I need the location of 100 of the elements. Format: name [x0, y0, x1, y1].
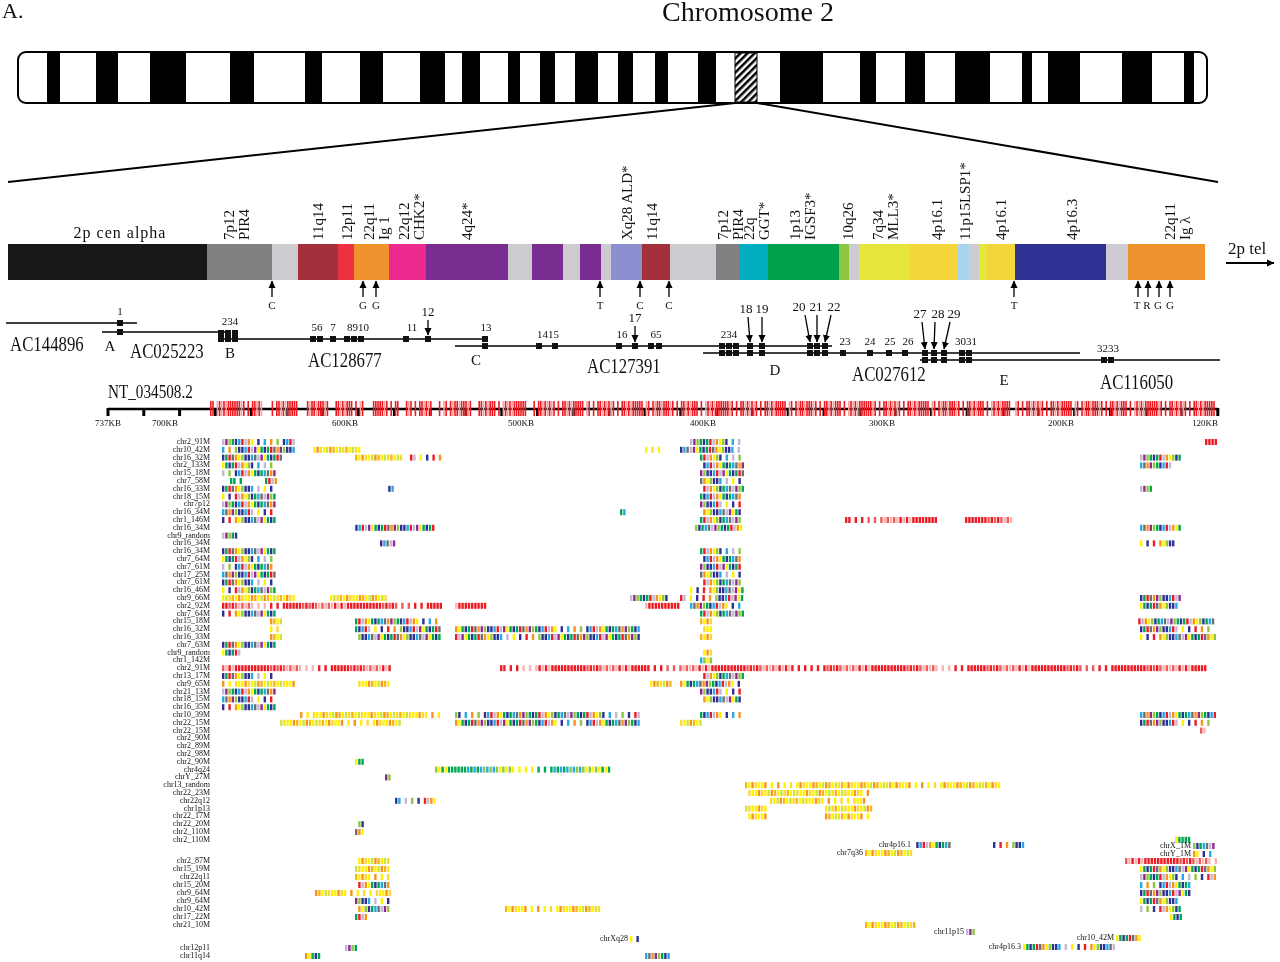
row-label: chr2_91M: [176, 438, 210, 446]
breakpoint-letter: G: [359, 300, 367, 311]
row-label: chr2_90M: [176, 734, 210, 743]
row-label: chr2_92M: [176, 601, 210, 610]
arrow: [1134, 280, 1142, 298]
marker-number: 23: [839, 336, 851, 347]
marker-number: 18: [739, 302, 753, 315]
arrow: [372, 280, 380, 298]
marker-number: 27: [913, 307, 927, 320]
band-label: 22q12 CHK2*: [397, 192, 427, 240]
marker-number: 29: [947, 307, 961, 320]
arrow: [636, 280, 644, 298]
row-label: chr9_64M: [176, 889, 210, 897]
marker-number: 19: [755, 302, 769, 315]
band-label: 1p13 IGSF3*: [788, 191, 818, 240]
contig-letter: E: [999, 373, 1009, 388]
row-label: chr7_63M: [176, 640, 210, 649]
row-label: chr1_146M: [172, 516, 210, 524]
band-label: 4p16.1: [994, 197, 1009, 240]
plot-annotation: chr4p16.1: [878, 841, 911, 849]
row-label: chr15_18M: [172, 469, 210, 478]
row-label: chr2_110M: [172, 828, 210, 836]
row-label: chr2_110M: [172, 835, 210, 844]
row-label: chr22_17M: [172, 812, 210, 821]
band-label: 10q26: [841, 201, 856, 240]
row-label: chr10_39M: [172, 711, 210, 719]
arrow: [1155, 280, 1163, 298]
breakpoint-letter: R: [1143, 300, 1151, 311]
row-label: chr1_142M: [172, 656, 210, 665]
marker-number: 3031: [955, 336, 977, 347]
breakpoint-letter: G: [372, 300, 380, 311]
row-label: chr2_90M: [176, 757, 210, 766]
marker-number: 16: [616, 329, 628, 340]
arrow: [665, 280, 673, 298]
clone-name: AC027612: [852, 364, 926, 385]
arrow: [631, 325, 639, 343]
row-label: chr16_34M: [172, 547, 210, 556]
row-label: chr13_random: [163, 781, 210, 790]
marker-number: 11: [406, 322, 418, 333]
row-label: chr15_18M: [172, 617, 210, 626]
band-label: Xq28 ALD*: [620, 164, 635, 240]
arrow: [813, 314, 821, 343]
marker-square: [747, 343, 753, 349]
contig-letter: A: [104, 339, 116, 354]
breakpoint-letter: T: [1010, 300, 1018, 311]
row-label: chr22_15M: [172, 718, 210, 727]
plot-annotation: chr7q36: [836, 849, 863, 857]
arrow: [804, 314, 813, 343]
marker-square: [922, 350, 928, 356]
row-label: chr21_13M: [172, 687, 210, 696]
marker-square: [931, 350, 937, 356]
row-label: chr2_133M: [172, 461, 210, 470]
marker-square: [941, 350, 947, 356]
row-label: chrY_27M: [174, 773, 210, 782]
breakpoint-letter: C: [268, 300, 276, 311]
arrow: [424, 319, 432, 336]
clone-name: AC127391: [587, 356, 661, 377]
row-label: chr2_89M: [176, 742, 210, 751]
arrow: [596, 280, 604, 298]
row-label: chr18_15M: [172, 695, 210, 704]
marker-square: [632, 343, 638, 349]
row-label: chr1p13: [183, 804, 210, 813]
row-label: chr7_64M: [176, 609, 210, 618]
plot-annotation: chrX_1M: [1159, 842, 1191, 850]
row-label: chr12p11: [180, 944, 210, 952]
row-label: chr22_23M: [172, 789, 210, 797]
marker-number: 13: [480, 322, 492, 333]
title: Chromosome 2: [662, 0, 834, 26]
row-label: chr16_35M: [172, 703, 210, 712]
row-label: chr16_32M: [172, 453, 210, 462]
arrow: [1144, 280, 1152, 298]
row-label: chr16_32M: [172, 625, 210, 634]
marker-square: [807, 343, 813, 349]
band-label: 4p16.3: [1065, 197, 1080, 240]
row-label: chr2_87M: [176, 857, 210, 865]
plot-annotation: chrY_1M: [1159, 850, 1191, 858]
row-label: chr16_46M: [172, 586, 210, 595]
clone-name: AC025223: [130, 341, 204, 362]
row-label: chr7_64M: [176, 555, 210, 563]
arrow: [1010, 280, 1018, 298]
breakpoint-letter: C: [636, 300, 644, 311]
end-label: 2p tel: [1228, 240, 1267, 257]
marker-number: 65: [650, 329, 662, 340]
marker-square: [425, 336, 431, 342]
row-label: chr13_17M: [172, 672, 210, 680]
marker-number: 22: [827, 300, 841, 313]
marker-number: 28: [931, 307, 945, 320]
row-label: chr7p12: [183, 500, 210, 509]
sequence-name: NT_034508.2: [108, 382, 193, 401]
row-label: chr16_33M: [172, 484, 210, 493]
marker-number: 234: [221, 316, 239, 327]
band-label: 22q11 Ig λ: [1163, 202, 1193, 240]
row-label: chr22q12: [179, 796, 210, 805]
axis-tick-label: 120KB: [1192, 419, 1218, 428]
marker-square: [814, 343, 820, 349]
marker-number: 25: [884, 336, 896, 347]
band-label: 11q14: [311, 202, 326, 240]
clone-name: AC144896: [10, 334, 84, 355]
row-label: chr7_61M: [176, 578, 210, 587]
marker-number: 20: [792, 300, 806, 313]
